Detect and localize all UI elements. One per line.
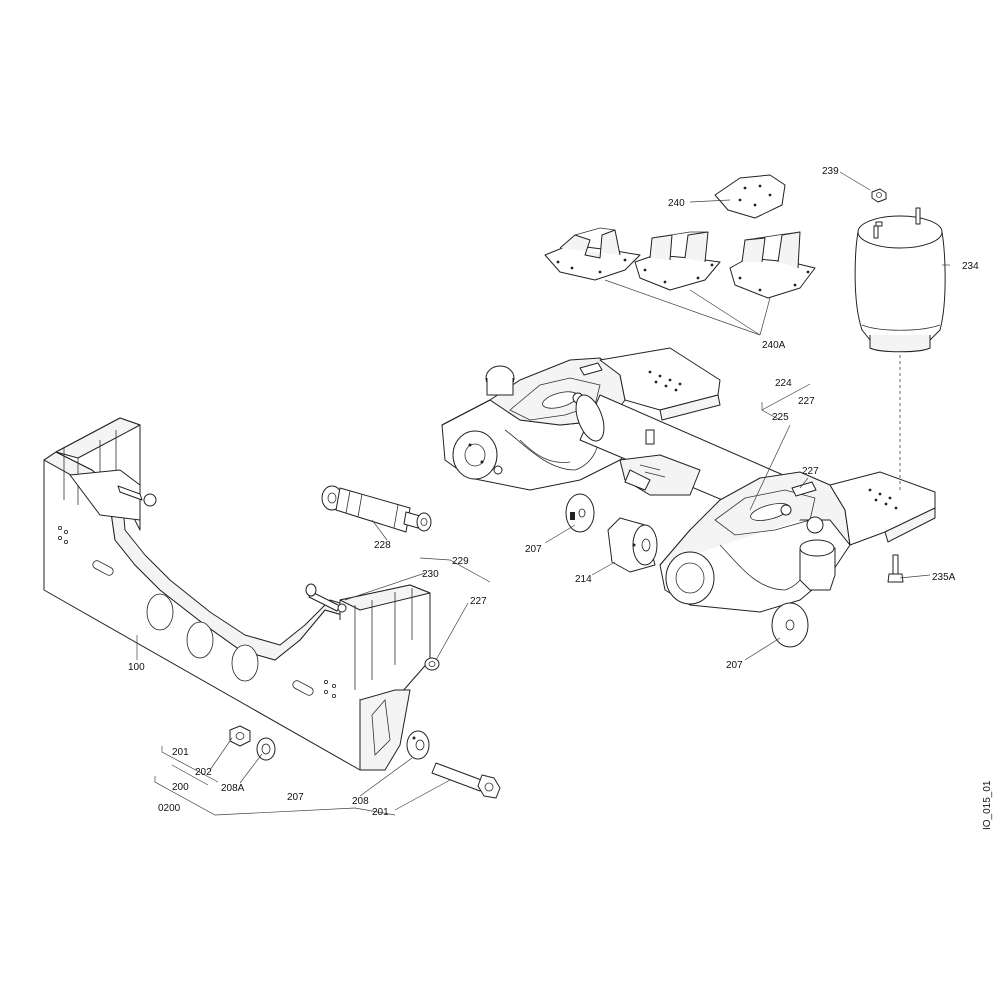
callout-207-lower: 207 [726, 660, 743, 671]
callout-brackets-bottom-left [154, 737, 451, 816]
bracket-240A-right [729, 231, 816, 299]
washer-207-upper [565, 493, 595, 533]
callout-0200: 0200 [158, 803, 181, 814]
callout-100: 100 [128, 662, 145, 673]
callout-labels: 100 228 229 230 227 201 202 200 208A 207… [128, 166, 979, 818]
air-spring-234 [854, 207, 946, 353]
callout-200: 200 [172, 782, 189, 793]
callout-227-right: 227 [802, 466, 819, 477]
washer-207-lower [771, 602, 809, 648]
callout-235A: 235A [932, 572, 956, 583]
hardware-bolt-201 [431, 762, 501, 799]
bracket-240A-middle [634, 231, 721, 291]
bushing-214 [607, 517, 658, 573]
callout-202: 202 [195, 767, 212, 778]
hardware-nut-202 [229, 725, 251, 747]
callout-239: 239 [822, 166, 839, 177]
bracket-240A-left [544, 227, 641, 281]
plate-240 [714, 174, 786, 219]
leader-lines [136, 171, 950, 661]
frame-bracket-100 [43, 417, 440, 771]
callout-208A: 208A [221, 783, 245, 794]
axle-tube [575, 394, 791, 521]
callout-229: 229 [452, 556, 469, 567]
callout-214: 214 [575, 574, 592, 585]
callout-230: 230 [422, 569, 439, 580]
trailing-arm-right [659, 471, 851, 613]
callout-207-upper: 207 [525, 544, 542, 555]
callout-228: 228 [374, 540, 391, 551]
callout-224: 224 [775, 378, 792, 389]
bolt-235A [887, 554, 904, 583]
mounting-plate-front [829, 471, 936, 546]
callout-201-top: 201 [172, 747, 189, 758]
callout-225: 225 [772, 412, 789, 423]
mounting-plate-rear [599, 347, 721, 421]
nut-239 [871, 188, 887, 203]
callout-227-left: 227 [470, 596, 487, 607]
shock-absorber-228 [321, 485, 432, 533]
callout-227-top: 227 [798, 396, 815, 407]
drawing-code: IO_015_01 [982, 780, 993, 830]
callout-240: 240 [668, 198, 685, 209]
callout-201-bottom: 201 [372, 807, 389, 818]
hardware-cam-washer-208 [406, 730, 430, 760]
callout-208: 208 [352, 796, 369, 807]
callout-207-bottom: 207 [287, 792, 304, 803]
callout-240A: 240A [762, 340, 786, 351]
callout-234: 234 [962, 261, 979, 272]
